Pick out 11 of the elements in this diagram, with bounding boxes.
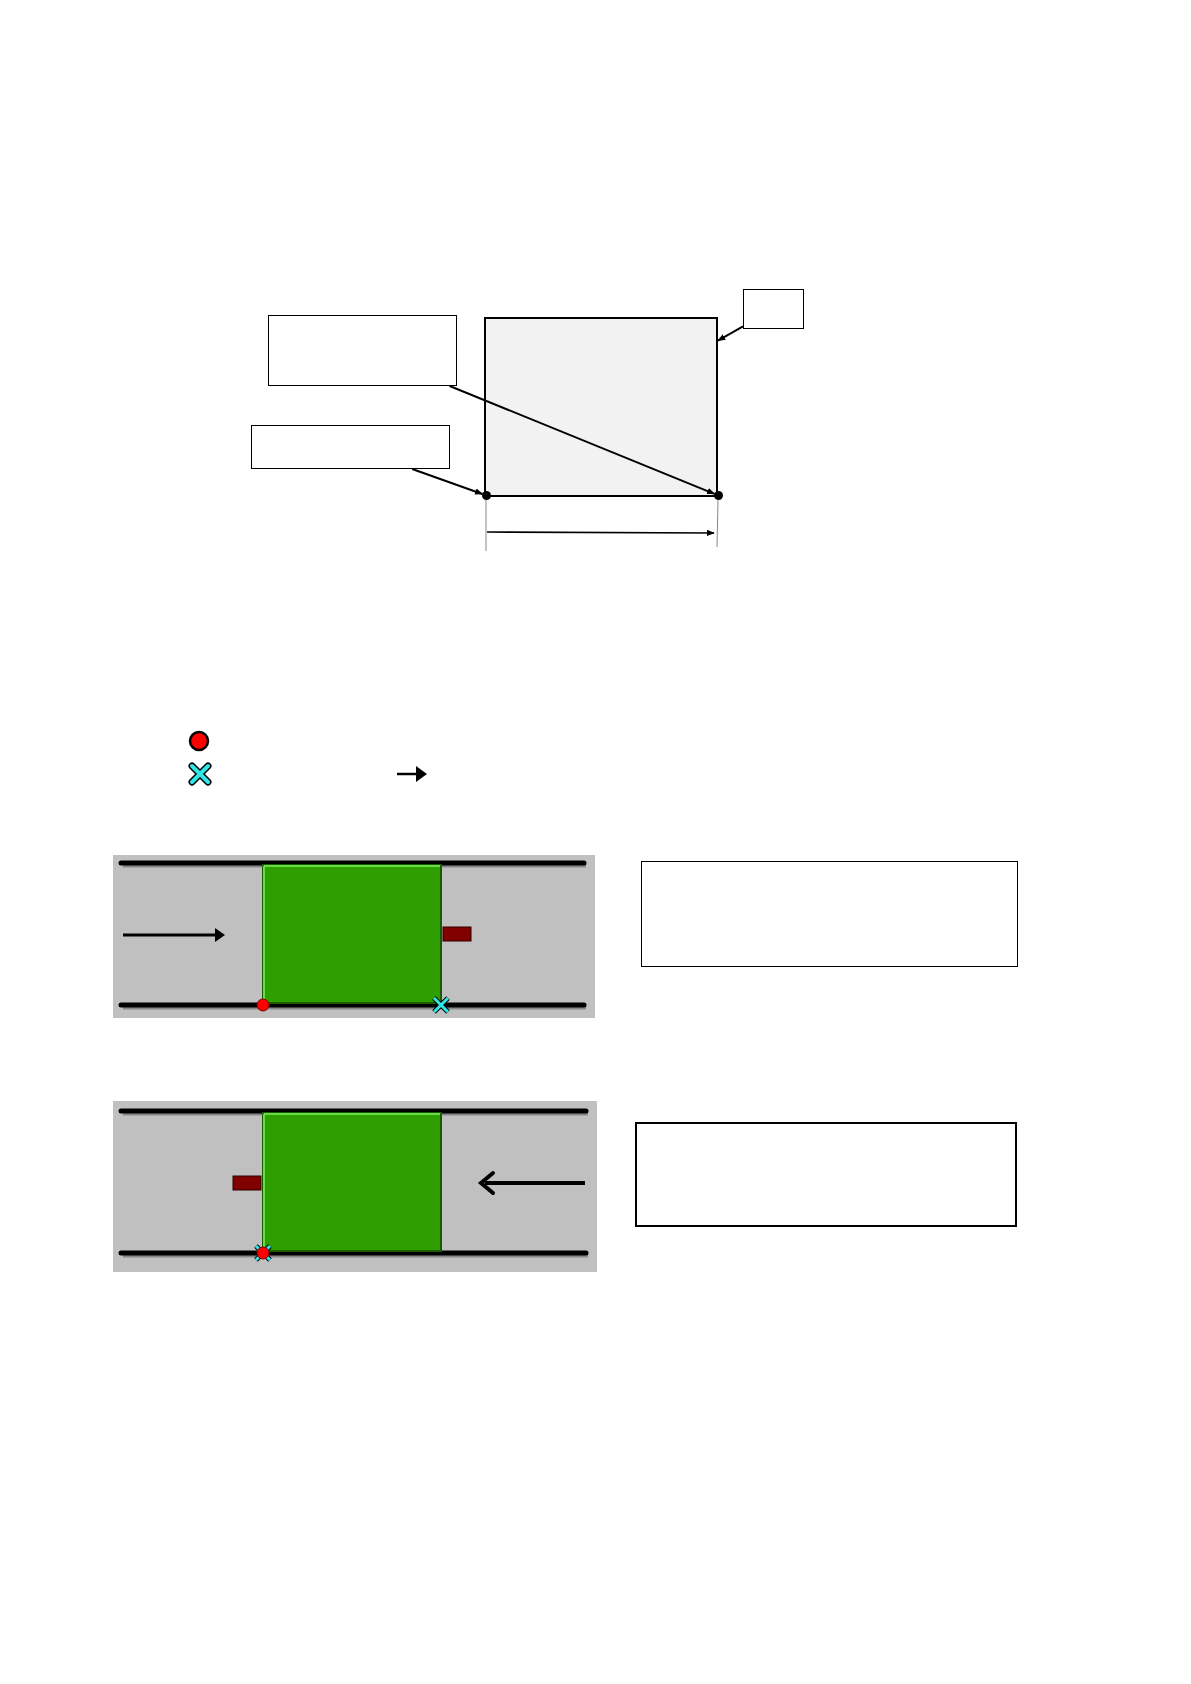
- corner-point: [482, 491, 491, 500]
- rectangle-area: [484, 317, 718, 497]
- text-box: [641, 861, 1018, 967]
- label-box: [268, 315, 457, 386]
- label-box: [251, 425, 450, 469]
- corner-point: [714, 491, 723, 500]
- leader-line: [448, 385, 716, 495]
- text-box: [635, 1122, 1017, 1227]
- leader-line: [411, 468, 484, 495]
- leader-line: [717, 325, 744, 342]
- label-box: [743, 289, 804, 329]
